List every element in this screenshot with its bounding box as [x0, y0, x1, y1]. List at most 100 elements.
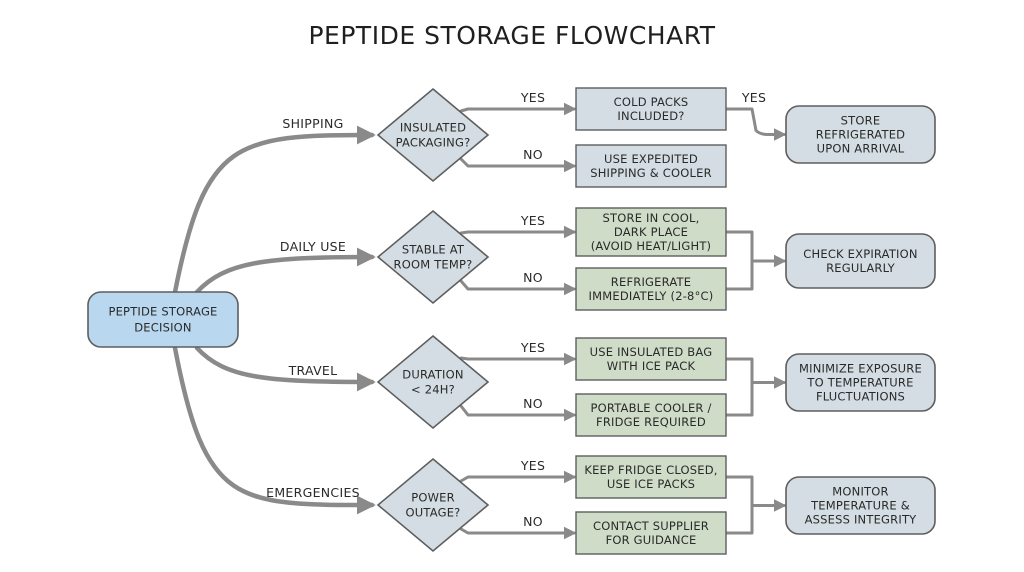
action-box	[575, 455, 727, 499]
branch-arrow-1	[172, 125, 376, 295]
branch-arrow-3	[194, 345, 376, 392]
merge-bracket-2	[724, 230, 754, 291]
yes-label-3: YES	[520, 340, 545, 355]
branch-arrow-2	[194, 247, 376, 295]
yes-label-2: YES	[520, 213, 545, 228]
question-label-line: INSULATED	[400, 121, 466, 135]
question-label-line: < 24H?	[411, 383, 455, 397]
start-node-box	[87, 291, 239, 348]
action-label-line: PORTABLE COOLER /	[590, 401, 711, 415]
outcome-label-line: TEMPERATURE &	[810, 499, 910, 513]
action-box	[575, 207, 727, 257]
action-label-line: KEEP FRIDGE CLOSED,	[584, 463, 717, 477]
branch-label-4: EMERGENCIES	[266, 485, 360, 500]
no-label-3: NO	[523, 396, 543, 411]
outcome-label-line: REFRIGERATED	[816, 128, 905, 142]
outcome-label-line: TO TEMPERATURE	[806, 376, 913, 390]
question-node-3: DURATION< 24H?	[376, 334, 490, 430]
no-arrow-3	[459, 404, 577, 422]
merge-bracket-4	[724, 475, 754, 535]
yes-action-node-2: STORE IN COOL,DARK PLACE(AVOID HEAT/LIGH…	[575, 207, 727, 257]
outcome-box	[785, 476, 936, 535]
action-label-line: USE INSULATED BAG	[590, 345, 713, 359]
outcome-label-line: ASSESS INTEGRITY	[805, 513, 918, 527]
no-label-1: NO	[523, 147, 543, 162]
action-label: KEEP FRIDGE CLOSED,USE ICE PACKS	[584, 463, 717, 491]
action-label-line: SHIPPING & COOLER	[590, 166, 712, 180]
outcome-box	[785, 233, 936, 289]
question-label: DURATION< 24H?	[402, 368, 463, 397]
yes-arrow-4	[459, 470, 577, 484]
outcome-label-line: MONITOR	[832, 485, 888, 499]
page-title: PEPTIDE STORAGE FLOWCHART	[308, 21, 715, 50]
action-box	[575, 337, 727, 381]
action-label-line: IMMEDIATELY (2-8°C)	[589, 289, 714, 303]
action-label-line: COLD PACKS	[614, 95, 689, 109]
action-label-line: STORE IN COOL,	[603, 211, 700, 225]
merge-bracket-3	[724, 357, 754, 417]
question-label-line: PACKAGING?	[396, 136, 471, 150]
action-label-line: WITH ICE PACK	[607, 359, 696, 373]
outcome-label-line: REGULARLY	[826, 261, 896, 275]
yes-arrow-1	[459, 102, 577, 116]
connectors-layer	[172, 102, 787, 540]
action-box	[575, 144, 727, 188]
question-label-line: POWER	[411, 491, 455, 505]
action-label-line: DARK PLACE	[614, 225, 688, 239]
action-label-line: USE EXPEDITED	[604, 152, 698, 166]
question-diamond	[376, 209, 490, 305]
outcome-box	[785, 353, 936, 412]
yes-arrow-3	[459, 352, 577, 366]
branch-label-3: TRAVEL	[288, 363, 338, 378]
action-box	[575, 267, 727, 311]
yes-label-4: YES	[520, 458, 545, 473]
action-label-line: (AVOID HEAT/LIGHT)	[591, 239, 712, 253]
no-label-4: NO	[523, 514, 543, 529]
no-arrow-1	[459, 157, 577, 173]
action-label: PORTABLE COOLER /FRIDGE REQUIRED	[590, 401, 711, 429]
action-box	[575, 87, 727, 131]
no-arrow-4	[459, 526, 577, 540]
action-label-line: CONTACT SUPPLIER	[593, 519, 709, 533]
question-label-line: DURATION	[402, 368, 463, 382]
branch-label-1: SHIPPING	[282, 116, 343, 131]
action-label-line: REFRIGERATE	[611, 275, 691, 289]
question-diamond	[376, 87, 490, 183]
outcome-label-line: CHECK EXPIRATION	[803, 247, 917, 261]
start-node-label-line: PEPTIDE STORAGE	[108, 305, 217, 319]
question-diamond	[376, 334, 490, 430]
outcome-label-line: UPON ARRIVAL	[817, 142, 905, 156]
outcome-label-line: FLUCTUATIONS	[816, 390, 905, 404]
outcome-box	[785, 105, 936, 164]
yes-action-node-4: KEEP FRIDGE CLOSED,USE ICE PACKS	[575, 455, 727, 499]
question-label-line: STABLE AT	[402, 243, 465, 257]
outcome-label-line: MINIMIZE EXPOSURE	[799, 362, 922, 376]
action-box	[575, 511, 727, 555]
